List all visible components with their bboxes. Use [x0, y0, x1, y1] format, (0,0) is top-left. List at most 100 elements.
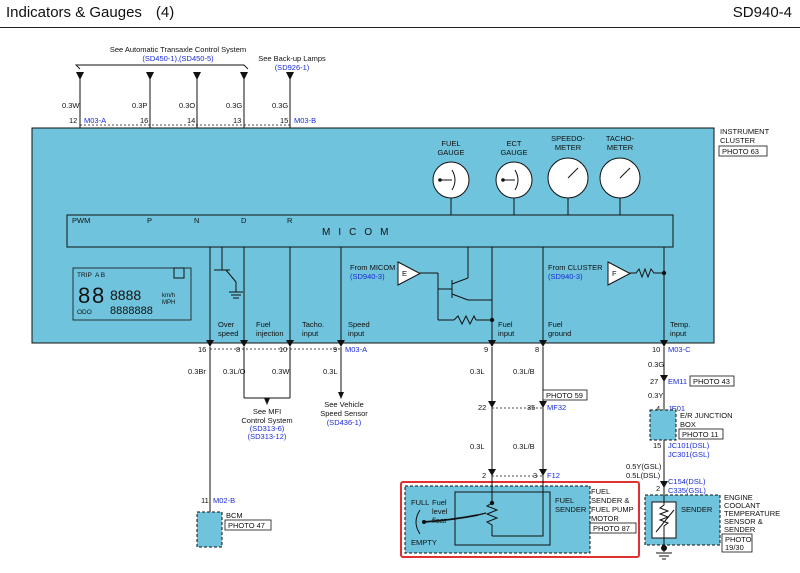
svg-text:8888888: 8888888: [110, 305, 153, 317]
float-label-1: Fuel: [432, 498, 447, 507]
ect-sender-photo-2[interactable]: 19/30: [725, 543, 744, 552]
backup-lamps-link[interactable]: (SD926-1): [275, 63, 310, 72]
mf32-photo[interactable]: PHOTO 59: [546, 391, 583, 400]
jc301-connector[interactable]: JC301(GSL): [668, 450, 710, 459]
bcm-connector[interactable]: M02-B: [213, 496, 235, 505]
mf32-pin-b: 35: [527, 403, 535, 412]
mfi-arrow: [264, 398, 270, 405]
from-cluster-amplifier: [607, 261, 632, 286]
ect-sender-photo-box: [721, 533, 753, 553]
fuel-empty-label: EMPTY: [411, 538, 437, 547]
cluster-label-2: CLUSTER: [720, 136, 756, 145]
fuel-input-label-2: input: [498, 329, 515, 338]
pin-r: 15: [280, 116, 288, 125]
pin-overspeed: 16: [198, 345, 206, 354]
connector-m03a-bottom[interactable]: M03-A: [345, 345, 367, 354]
from-cluster-link[interactable]: (SD940-3): [548, 272, 583, 281]
from-cluster-label: From CLUSTER: [548, 263, 603, 272]
ect-sender-label-1: ENGINE: [724, 493, 753, 502]
connector-m03c[interactable]: M03-C: [668, 345, 691, 354]
mf32-photo-box: [542, 389, 588, 401]
bcm-photo-box: [224, 519, 272, 531]
jc101-connector[interactable]: JC101(DSL): [668, 441, 710, 450]
fuel-ground-label-1: Fuel: [548, 320, 563, 329]
junction-box-photo[interactable]: PHOTO 11: [682, 430, 718, 439]
wire-color-fuel-ground: 0.3L/B: [513, 367, 535, 376]
fuel-gauge-label-1: FUEL: [441, 139, 460, 148]
micom-block: [66, 214, 674, 248]
from-cluster-symbol: F: [612, 269, 617, 278]
junction-box-block: [649, 409, 677, 441]
fuel-sender-inner-label-2: SENDER: [555, 505, 587, 514]
mfi-ref-label-2: Control System: [241, 416, 292, 425]
f12-arrow-b: [539, 469, 547, 476]
pin-injection: 8: [236, 345, 240, 354]
mfi-ref-link-1[interactable]: (SD313-6): [250, 424, 285, 433]
cluster-photo[interactable]: PHOTO 63: [722, 147, 759, 156]
diagram-code: SD940-4: [732, 4, 792, 21]
fuel-sender-photo[interactable]: PHOTO 87: [593, 524, 630, 533]
connector-m03b[interactable]: M03-B: [294, 116, 316, 125]
page-header: Indicators & Gauges(4) SD940-4: [0, 0, 800, 28]
vss-ref-label-2: Speed Sensor: [320, 409, 368, 418]
connector-m03a-top[interactable]: M03-A: [84, 116, 106, 125]
em11-photo-box: [689, 375, 735, 387]
signal-r: R: [287, 216, 293, 225]
from-micom-link[interactable]: (SD940-3): [350, 272, 385, 281]
fuel-sender-inner: [454, 491, 551, 546]
wire-color-fuel-a: 0.3L: [470, 442, 485, 451]
f12-pin-b: 3: [533, 471, 537, 480]
mfi-ref-link-2[interactable]: (SD313-12): [248, 432, 287, 441]
atcs-reference-link[interactable]: (SD450-1),(SD450-5): [142, 54, 214, 63]
wire-color-fuel-b: 0.3L/B: [513, 442, 535, 451]
ect-sender-label-4: SENSOR &: [724, 517, 763, 526]
je01-connector[interactable]: JE01: [668, 404, 685, 413]
tachometer-label-2: METER: [607, 143, 634, 152]
title-text: Indicators & Gauges: [6, 4, 142, 21]
mf32-connector[interactable]: MF32: [547, 403, 566, 412]
wire-color-r: 0.3G: [272, 101, 288, 110]
backup-lamps-label: See Back-up Lamps: [258, 54, 326, 63]
cluster-photo-box: [718, 145, 768, 157]
lcd-kmh: km/h: [162, 293, 175, 299]
pin-fuel-ground: 8: [535, 345, 539, 354]
float-arm: [423, 514, 479, 523]
temp-input-label-2: input: [670, 329, 687, 338]
fuel-sender-junction: [489, 500, 495, 506]
vss-ref-link[interactable]: (SD436-1): [327, 418, 362, 427]
speed-label-2: input: [348, 329, 365, 338]
mfi-ref-label-1: See MFI: [253, 407, 281, 416]
vss-arrow: [338, 392, 344, 399]
f12-connector[interactable]: F12: [547, 471, 560, 480]
ect-sender-photo-1[interactable]: PHOTO: [725, 535, 752, 544]
jc-pin: 15: [653, 441, 661, 450]
fuel-sender-label-4: MOTOR: [591, 514, 619, 523]
mf32-arrow-a: [488, 401, 496, 408]
signal-p: P: [147, 216, 152, 225]
c154-pin: 2: [656, 484, 660, 493]
wire-color-d: 0.3G: [226, 101, 242, 110]
em11-photo[interactable]: PHOTO 43: [693, 377, 730, 386]
page-title: Indicators & Gauges(4): [6, 4, 188, 21]
junction-box-label-1: E/R JUNCTION: [680, 411, 733, 420]
bcm-photo[interactable]: PHOTO 47: [228, 521, 265, 530]
injection-label-1: Fuel: [256, 320, 271, 329]
tacho-label-1: Tacho.: [302, 320, 324, 329]
ect-gauge-label-2: GAUGE: [500, 148, 527, 157]
wire-color-temp-2: 0.3Y: [648, 391, 663, 400]
f12-arrow-a: [488, 469, 496, 476]
overspeed-label-1: Over: [218, 320, 235, 329]
em11-connector[interactable]: EM11: [668, 377, 687, 386]
pin-pwm: 12: [69, 116, 77, 125]
tachometer: TACHO- METER: [599, 134, 641, 215]
tacho-label-2: input: [302, 329, 319, 338]
signal-d: D: [241, 216, 247, 225]
from-micom-label: From MICOM: [350, 263, 395, 272]
svg-text:8: 8: [92, 283, 104, 308]
c154-connector[interactable]: C154(DSL): [668, 477, 706, 486]
wire-color-pwm: 0.3W: [62, 101, 80, 110]
bcm-label: BCM: [226, 511, 243, 520]
c335-connector[interactable]: C335(GSL): [668, 486, 706, 495]
speedometer-label-2: METER: [555, 143, 582, 152]
mf32-arrow-b: [539, 401, 547, 408]
